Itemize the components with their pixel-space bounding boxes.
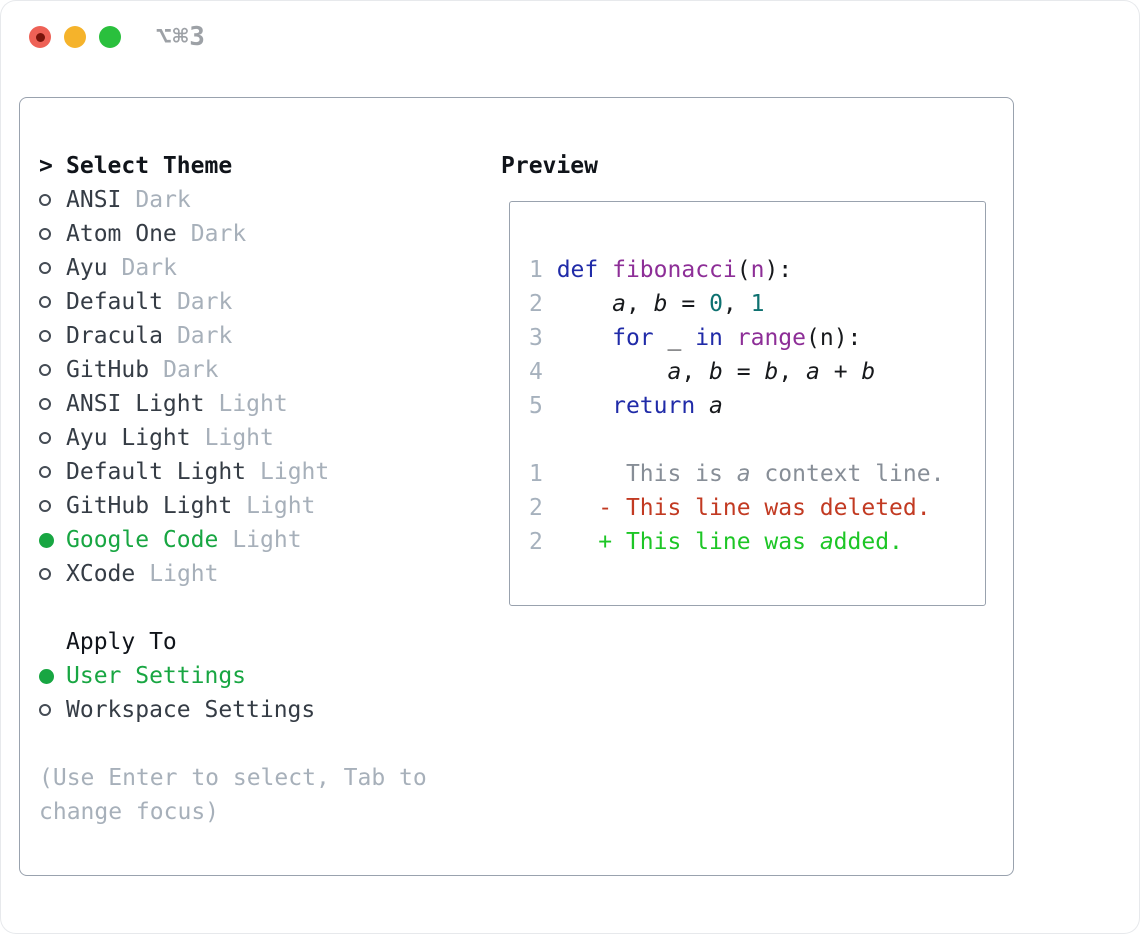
theme-list-item[interactable]: Ayu Light Light <box>39 421 459 455</box>
theme-list-item[interactable]: ANSI Dark <box>39 183 459 217</box>
line-number: 2 <box>529 529 557 555</box>
item-variant-label: Light <box>246 493 316 519</box>
code-line: 2 - This line was deleted. <box>529 495 931 521</box>
item-variant-label: Light <box>232 527 302 553</box>
line-number: 2 <box>529 495 557 521</box>
line-number: 1 <box>529 257 557 283</box>
code-line: 2 a, b = 0, 1 <box>529 291 765 317</box>
line-number: 4 <box>529 359 557 385</box>
item-variant-label: Dark <box>176 323 233 349</box>
item-variant-label: Dark <box>190 221 247 247</box>
item-label: ANSI Light <box>66 391 205 417</box>
item-label: GitHub Light <box>66 493 233 519</box>
item-label: Ayu Light <box>66 425 191 451</box>
item-variant-label: Dark <box>163 357 219 383</box>
radio-icon <box>39 194 66 206</box>
radio-icon <box>39 364 66 376</box>
line-number: 1 <box>529 461 557 487</box>
select-theme-title: Select Theme <box>66 153 233 179</box>
radio-icon <box>39 296 66 308</box>
selection-arrow-icon: > <box>39 153 53 179</box>
radio-icon <box>39 568 66 580</box>
theme-list-item[interactable]: Atom One Dark <box>39 217 459 251</box>
radio-icon <box>39 466 66 478</box>
theme-list-item[interactable]: GitHub Dark <box>39 353 459 387</box>
radio-selected-icon <box>39 532 66 548</box>
window-title: ⌥⌘3 <box>156 22 206 52</box>
close-button[interactable] <box>29 26 51 48</box>
theme-list-item[interactable]: Ayu Dark <box>39 251 459 285</box>
item-label: User Settings <box>66 663 247 689</box>
select-theme-header: > Select Theme <box>39 149 459 183</box>
radio-icon <box>39 330 66 342</box>
theme-list-item[interactable]: XCode Light <box>39 557 459 591</box>
code-line: 2 + This line was added. <box>529 529 903 555</box>
radio-selected-icon <box>39 668 66 684</box>
item-label: Atom One <box>66 221 177 247</box>
apply-to-title: Apply To <box>66 629 177 655</box>
theme-list-item[interactable]: GitHub Light Light <box>39 489 459 523</box>
item-label: Google Code <box>66 527 219 553</box>
radio-icon <box>39 228 66 240</box>
hint-text: (Use Enter to select, Tab to change focu… <box>39 765 427 825</box>
window-titlebar: ⌥⌘3 <box>0 0 206 74</box>
code-line: 1 This is a context line. <box>529 461 945 487</box>
item-label: ANSI <box>66 187 122 213</box>
item-label: GitHub <box>66 357 150 383</box>
line-number: 2 <box>529 291 557 317</box>
item-variant-label: Light <box>204 425 274 451</box>
theme-list-item[interactable]: Google Code Light <box>39 523 459 557</box>
radio-icon <box>39 704 66 716</box>
item-label: Default <box>66 289 163 315</box>
item-label: Workspace Settings <box>66 697 316 723</box>
item-label: Default Light <box>66 459 247 485</box>
preview-box: 1 def fibonacci(n): 2 a, b = 0, 1 3 for _ … <box>509 201 986 606</box>
item-variant-label: Dark <box>176 289 233 315</box>
radio-icon <box>39 500 66 512</box>
code-line: 1 def fibonacci(n): <box>529 257 793 283</box>
item-variant-label: Light <box>218 391 288 417</box>
item-variant-label: Light <box>260 459 330 485</box>
radio-icon <box>39 262 66 274</box>
close-dot-icon <box>35 32 45 42</box>
radio-icon <box>39 398 66 410</box>
radio-icon <box>39 432 66 444</box>
theme-list-item[interactable]: ANSI Light Light <box>39 387 459 421</box>
item-variant-label: Dark <box>121 255 177 281</box>
item-variant-label: Dark <box>135 187 191 213</box>
code-line: 3 for _ in range(n): <box>529 325 862 351</box>
code-line: 5 return a <box>529 393 723 419</box>
line-number: 5 <box>529 393 557 419</box>
minimize-button[interactable] <box>64 26 86 48</box>
apply-to-header: Apply To <box>39 625 459 659</box>
line-number: 3 <box>529 325 557 351</box>
theme-list-item[interactable]: Default Dark <box>39 285 459 319</box>
item-label: Dracula <box>66 323 163 349</box>
item-variant-label: Light <box>149 561 219 587</box>
theme-list-item[interactable]: Dracula Dark <box>39 319 459 353</box>
zoom-button[interactable] <box>99 26 121 48</box>
apply-to-item[interactable]: User Settings <box>39 659 459 693</box>
code-line: 4 a, b = b, a + b <box>529 359 876 385</box>
theme-list-item[interactable]: Default Light Light <box>39 455 459 489</box>
preview-title: Preview <box>501 153 598 179</box>
preview-code: 1 def fibonacci(n): 2 a, b = 0, 1 3 for _ … <box>510 202 985 559</box>
item-label: Ayu <box>66 255 108 281</box>
apply-to-item[interactable]: Workspace Settings <box>39 693 459 727</box>
item-label: XCode <box>66 561 136 587</box>
